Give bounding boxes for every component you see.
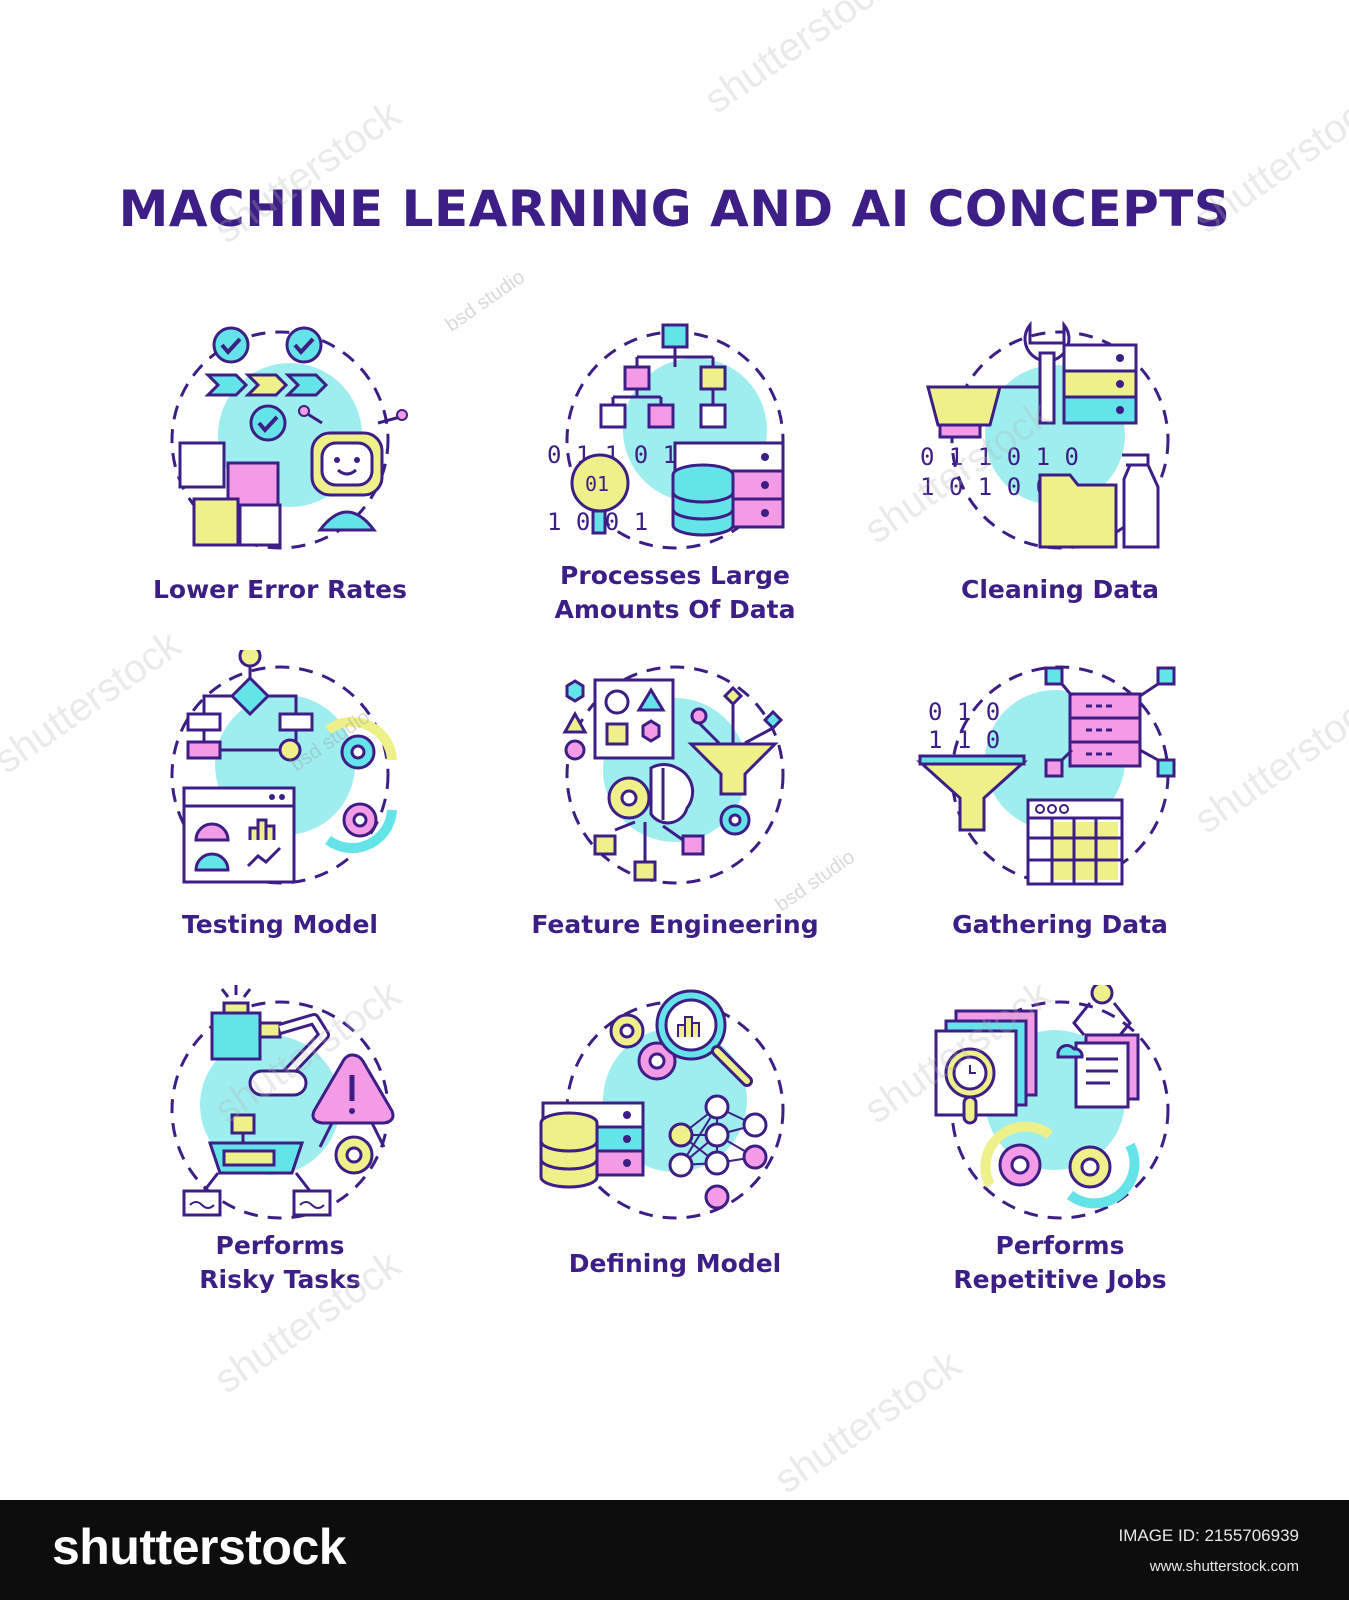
concept-label: Testing Model [100, 908, 460, 942]
watermark: shutterstock [696, 0, 899, 122]
gathering-data-icon: 0 1 0 1 1 0 [916, 665, 1176, 886]
svg-text:01: 01 [585, 472, 609, 496]
shutterstock-logo[interactable]: shutterstock [52, 1519, 347, 1575]
label-line: Performs [995, 1231, 1125, 1260]
concept-label: Lower Error Rates [100, 573, 460, 607]
page-title: MACHINE LEARNING AND AI CONCEPTS [118, 180, 1231, 238]
image-id: IMAGE ID: 2155706939 [1118, 1526, 1299, 1546]
concept-defining-model: Defining Model [495, 985, 855, 1315]
performs-risky-tasks-icon [170, 985, 395, 1220]
testing-model-icon [170, 650, 397, 885]
concept-performs-repetitive-jobs: Performs Repetitive Jobs [880, 985, 1240, 1315]
label-line: Gathering Data [952, 910, 1168, 939]
site-url[interactable]: www.shutterstock.com [1149, 1558, 1299, 1575]
svg-text:1 1 0: 1 1 0 [928, 726, 1000, 754]
concept-label: Performs Repetitive Jobs [880, 1229, 1240, 1297]
defining-model-icon [539, 989, 785, 1220]
watermark: shutterstock [766, 1342, 969, 1502]
label-line: Performs [215, 1231, 345, 1260]
concept-label: Cleaning Data [880, 573, 1240, 607]
label-line: Defining Model [568, 1249, 782, 1278]
svg-text:0 1 1 0 1 0: 0 1 1 0 1 0 [920, 443, 1079, 471]
label-line: Processes Large [560, 561, 790, 590]
concept-feature-engineering: Feature Engineering [495, 650, 855, 980]
label-line: Repetitive Jobs [953, 1265, 1167, 1294]
concept-processes-large-amounts-of-data: 0 1 1 0 1 0 1 0 0 1 01 Processes Large A… [495, 315, 855, 645]
concept-label: Gathering Data [880, 908, 1240, 942]
svg-text:0 1 0: 0 1 0 [928, 698, 1000, 726]
performs-repetitive-jobs-icon [934, 985, 1170, 1220]
concept-gathering-data: 0 1 0 1 1 0 Gathering Data [880, 650, 1240, 980]
concept-lower-error-rates: Lower Error Rates [100, 315, 460, 645]
label-line: Risky Tasks [199, 1265, 361, 1294]
lower-error-rates-icon [170, 326, 408, 550]
cleaning-data-icon: 0 1 1 0 1 0 1 0 1 0 0 1 [920, 320, 1170, 550]
label-line: Amounts Of Data [554, 595, 796, 624]
concept-label: Processes Large Amounts Of Data [495, 559, 855, 627]
label-line: Feature Engineering [531, 910, 819, 939]
concept-label: Defining Model [495, 1247, 855, 1281]
concept-testing-model: Testing Model [100, 650, 460, 980]
footer-bar: shutterstock IMAGE ID: 2155706939 www.sh… [0, 1500, 1349, 1600]
concept-performs-risky-tasks: Performs Risky Tasks [100, 985, 460, 1315]
processes-large-amounts-of-data-icon: 0 1 1 0 1 0 1 0 0 1 01 [547, 323, 785, 550]
image-id-label: IMAGE ID: [1118, 1526, 1200, 1545]
concept-label: Performs Risky Tasks [100, 1229, 460, 1297]
concept-label: Feature Engineering [495, 908, 855, 942]
poster: MACHINE LEARNING AND AI CONCEPTS [0, 0, 1349, 1502]
feature-engineering-icon [562, 665, 785, 885]
concept-cleaning-data: 0 1 1 0 1 0 1 0 1 0 0 1 Cleaning Data [880, 315, 1240, 645]
label-line: Testing Model [182, 910, 378, 939]
label-line: Lower Error Rates [152, 575, 408, 604]
image-id-value: 2155706939 [1204, 1526, 1299, 1545]
label-line: Cleaning Data [961, 575, 1159, 604]
